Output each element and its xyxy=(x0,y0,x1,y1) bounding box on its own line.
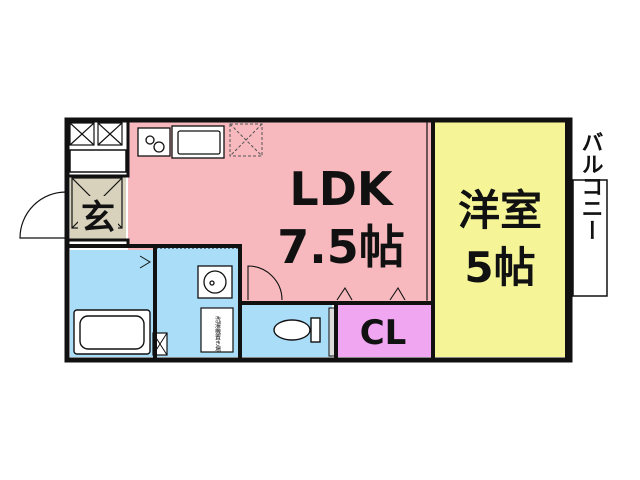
entrance-label-bg xyxy=(78,196,118,236)
door-swing-icon xyxy=(139,255,151,269)
washer-space xyxy=(200,307,234,353)
washer-label: 洗濯機置き場 xyxy=(214,315,221,353)
shoe-cabinet xyxy=(69,149,127,173)
ldk-lower-strip xyxy=(240,295,337,303)
toilet-icon xyxy=(273,317,321,343)
bathtub-icon xyxy=(73,309,151,355)
kitchen-sink-icon xyxy=(171,125,225,159)
entrance-label: 玄 xyxy=(81,198,115,238)
door-swing-icon xyxy=(19,191,67,239)
closet-label: CL xyxy=(360,313,407,353)
kitchen-stove-icon xyxy=(137,127,171,157)
door-swing-icon xyxy=(247,265,406,301)
fridge-space-icon xyxy=(229,123,263,157)
ldk-label: LDK xyxy=(289,162,394,216)
closet-room xyxy=(337,302,433,357)
washbasin-icon xyxy=(197,265,233,299)
walls xyxy=(64,117,573,363)
western-room xyxy=(433,120,567,357)
balcony-label: バルコニー xyxy=(578,131,603,241)
western-room-label: 洋室 xyxy=(458,186,542,235)
balcony xyxy=(572,179,608,297)
western-room-size-label: 5帖 xyxy=(464,243,535,292)
ldk-size-label: 7.5帖 xyxy=(277,220,405,274)
